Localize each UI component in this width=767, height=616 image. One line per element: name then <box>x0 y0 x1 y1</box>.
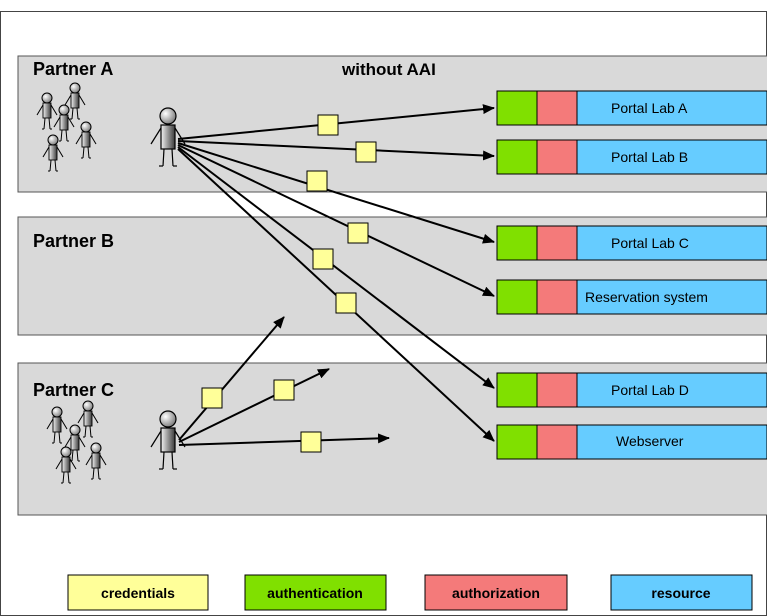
resource-label: Portal Lab D <box>611 382 689 398</box>
credential-icon <box>317 114 339 136</box>
authorization-block <box>536 424 578 460</box>
authentication-block <box>496 139 538 175</box>
arrow-a-to-portal-lab-b <box>177 140 495 161</box>
credential-icon <box>201 387 223 409</box>
diagram-heading: without AAI <box>341 60 436 79</box>
authorization-block <box>536 279 578 315</box>
arrow-c-3 <box>178 433 390 446</box>
authorization-block <box>536 139 578 175</box>
authentication-block <box>496 90 538 126</box>
legend-resource-label: resource <box>651 585 710 601</box>
resource-portal-lab-a: Portal Lab A <box>496 90 767 126</box>
resource-label: Portal Lab A <box>611 100 688 116</box>
arrow-c-1 <box>178 316 285 441</box>
resource-block <box>576 424 767 460</box>
arrow-c-2 <box>178 368 330 443</box>
resource-label: Webserver <box>616 433 684 449</box>
partner-a-title: Partner A <box>33 59 113 79</box>
authentication-block <box>496 424 538 460</box>
legend-resource-swatch <box>610 574 753 611</box>
resource-label: Portal Lab B <box>611 149 688 165</box>
resource-block <box>576 139 767 175</box>
authentication-block <box>496 225 538 261</box>
credential-icon <box>355 141 377 163</box>
partner-c-title: Partner C <box>33 380 114 400</box>
legend-credentials-swatch <box>67 574 209 611</box>
resource-reservation-system: Reservation system <box>496 279 767 315</box>
resource-portal-lab-d: Portal Lab D <box>496 372 767 408</box>
resource-portal-lab-c: Portal Lab C <box>496 225 767 261</box>
legend-credentials-label: credentials <box>101 585 175 601</box>
authorization-block <box>536 372 578 408</box>
resource-block <box>576 372 767 408</box>
credential-icon <box>347 222 369 244</box>
resource-block <box>576 90 767 126</box>
legend-authentication-label: authentication <box>267 585 363 601</box>
arrow-a-to-reservation-system <box>177 144 495 297</box>
partner-b-title: Partner B <box>33 231 114 251</box>
arrow-a-to-portal-lab-d <box>177 146 495 389</box>
resource-portal-lab-b: Portal Lab B <box>496 139 767 175</box>
legend-authorization-label: authorization <box>452 585 540 601</box>
credential-icon <box>306 170 328 192</box>
resource-block <box>576 279 767 315</box>
authentication-block <box>496 279 538 315</box>
legend-authorization-swatch <box>424 574 568 611</box>
credential-icon <box>273 379 295 401</box>
resource-label: Portal Lab C <box>611 235 689 251</box>
credential-icon <box>335 292 357 314</box>
resource-block <box>576 225 767 261</box>
legend: credentials authentication authorization… <box>67 574 753 611</box>
credential-tokens <box>201 114 377 453</box>
arrow-a-to-portal-lab-c <box>177 142 495 244</box>
authorization-block <box>536 225 578 261</box>
authentication-block <box>496 372 538 408</box>
credential-icon <box>300 431 322 453</box>
resource-label: Reservation system <box>585 289 708 305</box>
resource-webserver: Webserver <box>496 424 767 460</box>
credential-icon <box>312 248 334 270</box>
legend-authentication-swatch <box>244 574 387 611</box>
authorization-block <box>536 90 578 126</box>
